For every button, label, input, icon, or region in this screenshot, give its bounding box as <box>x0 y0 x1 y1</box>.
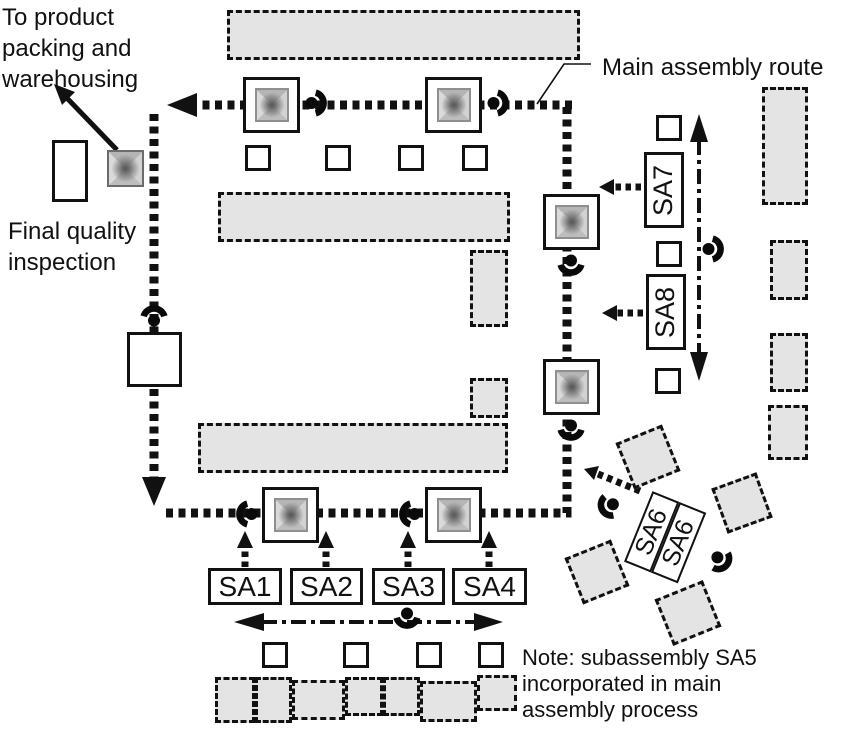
storage-bay <box>470 378 508 418</box>
note-label: Note: subassembly SA5 incorporated in ma… <box>522 645 757 723</box>
to-packing-line1: To product <box>2 4 115 31</box>
workstation-machine-icon <box>273 498 308 532</box>
sa6-feed-arrow <box>596 470 642 495</box>
parts-rack <box>345 677 383 716</box>
sa3-feed-arrowhead-icon <box>400 531 416 548</box>
station-label-sa3: SA3 <box>372 568 445 605</box>
kit-box <box>656 115 682 141</box>
sa8-feed-arrowhead-icon <box>602 305 617 321</box>
operator-icon <box>702 235 724 263</box>
sa1-feed-arrowhead-icon <box>237 531 253 548</box>
kit-box <box>655 368 681 394</box>
operator-icon <box>393 607 421 629</box>
station-label-sa1: SA1 <box>208 568 282 605</box>
route-arrow-icon <box>167 93 197 117</box>
note-line3: assembly process <box>522 697 699 722</box>
sa4-text: SA4 <box>463 570 516 602</box>
kit-box <box>416 642 442 668</box>
to-packing-arrow <box>62 93 119 152</box>
storage-bay <box>770 333 808 392</box>
kit-box <box>656 241 682 267</box>
storage-bay <box>198 423 508 473</box>
parts-rack <box>215 677 255 723</box>
operator-icon <box>140 305 168 327</box>
main-route-right-bottom <box>166 107 572 518</box>
sa8-text: SA8 <box>650 286 681 338</box>
operator-icon <box>557 419 585 441</box>
operator-icon <box>597 494 619 519</box>
workstation <box>425 487 482 543</box>
operator-icon <box>487 89 509 117</box>
kit-box <box>478 642 504 668</box>
parts-rack <box>420 681 477 722</box>
workstation-machine-icon <box>254 88 289 122</box>
sa4-feed-arrowhead-icon <box>481 531 497 548</box>
station-label-sa4: SA4 <box>452 568 527 605</box>
kit-box <box>462 145 488 171</box>
sa2-text: SA2 <box>300 570 353 602</box>
shuttle-down-arrowhead-icon <box>690 352 708 381</box>
kit-box <box>262 642 288 668</box>
storage-bay <box>762 87 808 205</box>
route-arrow-icon <box>142 477 166 506</box>
workstation <box>425 77 482 133</box>
storage-bay <box>470 250 508 327</box>
note-line1: Note: subassembly SA5 <box>522 645 757 670</box>
final-inspection-line2: inspection <box>8 249 117 276</box>
kit-box <box>325 145 351 171</box>
inspection-machine-icon <box>107 150 144 187</box>
shuttle-left-arrowhead-icon <box>234 613 264 631</box>
storage-bay <box>218 192 510 242</box>
kit-box <box>398 145 424 171</box>
operator-icon <box>711 551 733 573</box>
storage-bay <box>768 405 808 460</box>
inspection-bench <box>52 140 88 202</box>
to-packing-label: To product packing and warehousing <box>2 2 138 95</box>
main-route-label: Main assembly route <box>602 54 824 81</box>
workstation <box>543 359 600 415</box>
note-line2: incorporated in main <box>522 671 722 696</box>
storage-bay <box>227 10 580 60</box>
station-label-sa8: SA8 <box>646 274 686 350</box>
workstation-machine-icon <box>436 88 471 122</box>
operator-icon <box>399 500 421 528</box>
operator-icon <box>305 89 327 117</box>
operator-icon <box>236 500 258 528</box>
sa2-feed-arrowhead-icon <box>318 531 334 548</box>
workstation <box>243 77 300 133</box>
parts-rack <box>255 677 292 723</box>
station-label-sa7: SA7 <box>644 152 684 228</box>
shuttle-right-arrowhead-icon <box>474 613 503 631</box>
workstation-machine-icon <box>436 498 471 532</box>
sa3-text: SA3 <box>382 570 435 602</box>
storage-bay <box>770 240 808 300</box>
shuttle-up-arrowhead-icon <box>690 114 708 142</box>
sa1-text: SA1 <box>218 570 272 602</box>
to-packing-line2: packing and <box>2 35 132 62</box>
operator-icon <box>557 254 585 276</box>
to-packing-arrowhead-icon <box>54 84 75 105</box>
final-inspection-line1: Final quality <box>8 218 137 245</box>
parts-rack <box>383 677 420 716</box>
sa7-text: SA7 <box>648 164 679 216</box>
workstation-machine-icon <box>554 370 589 404</box>
buffer-station <box>127 332 182 387</box>
kit-box <box>343 642 369 668</box>
final-inspection-label: Final quality inspection <box>8 216 136 278</box>
kit-box <box>245 145 271 171</box>
sa7-feed-arrowhead-icon <box>599 179 614 195</box>
workstation <box>262 487 319 543</box>
workstation <box>543 194 600 250</box>
parts-rack <box>477 675 517 711</box>
station-label-sa2: SA2 <box>290 568 363 605</box>
parts-rack <box>292 680 345 720</box>
to-packing-line3: warehousing <box>2 66 139 93</box>
main-route-pointer-line <box>536 63 591 105</box>
sa6-feed-arrowhead-icon <box>584 466 599 480</box>
workstation-machine-icon <box>554 205 589 239</box>
